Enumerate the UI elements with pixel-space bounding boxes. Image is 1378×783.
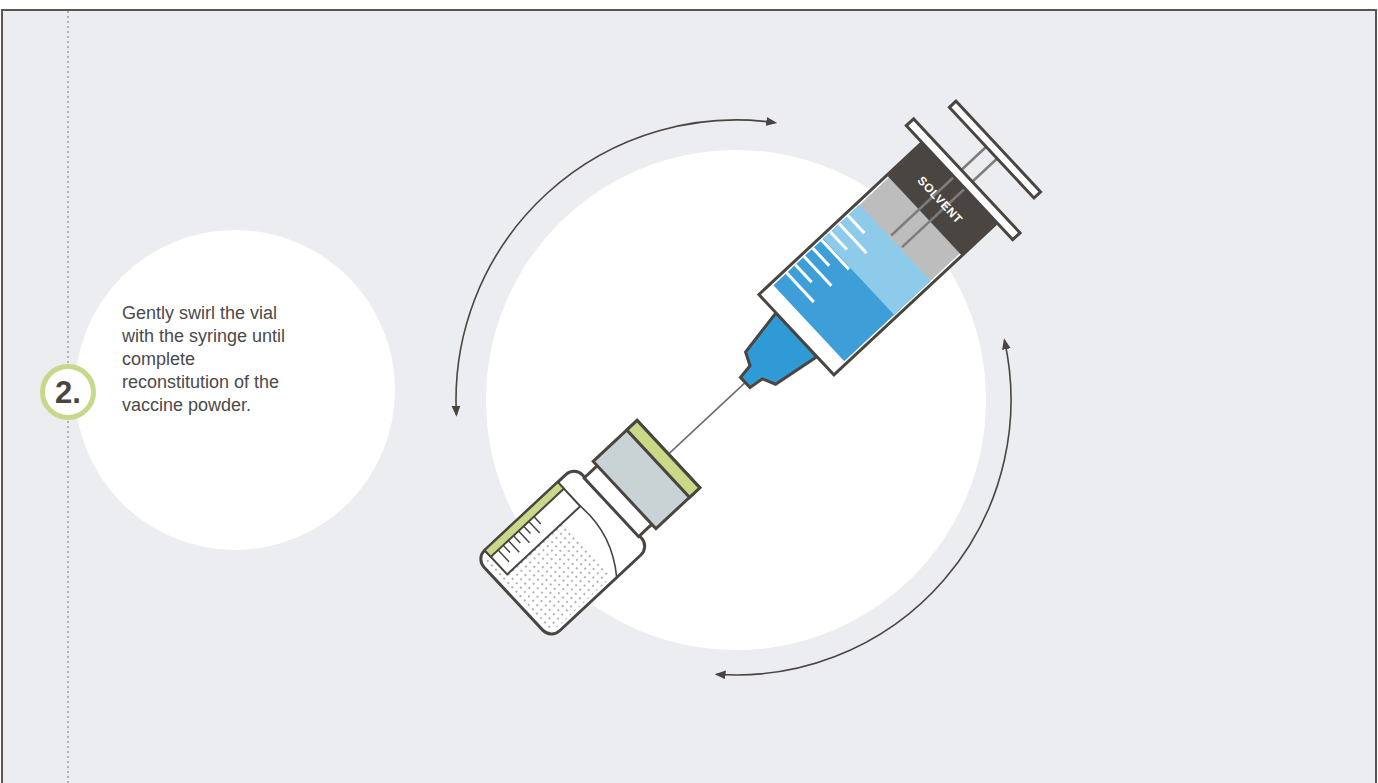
plunger-head bbox=[949, 101, 1040, 198]
barrel-flange bbox=[906, 119, 1020, 240]
panel-frame bbox=[2, 10, 1376, 783]
barrel-scale bbox=[787, 216, 876, 303]
vial-cap bbox=[593, 420, 700, 528]
vial-cap-band bbox=[627, 420, 700, 497]
vial-label-ticks bbox=[498, 517, 545, 562]
syringe-and-vial bbox=[460, 89, 1051, 655]
instruction-circle: Gently swirl the vial with the syringe u… bbox=[75, 230, 395, 550]
instruction-text: Gently swirl the vial with the syringe u… bbox=[122, 302, 304, 417]
node-circle bbox=[75, 230, 395, 550]
swirl-arrow bbox=[717, 341, 1011, 675]
swirl-arrow bbox=[456, 120, 775, 415]
step-number-badge: 2. bbox=[40, 364, 96, 420]
vial-label-band bbox=[485, 482, 564, 557]
vial-label bbox=[485, 482, 581, 574]
step-number: 2. bbox=[40, 364, 96, 420]
needle bbox=[668, 379, 748, 454]
